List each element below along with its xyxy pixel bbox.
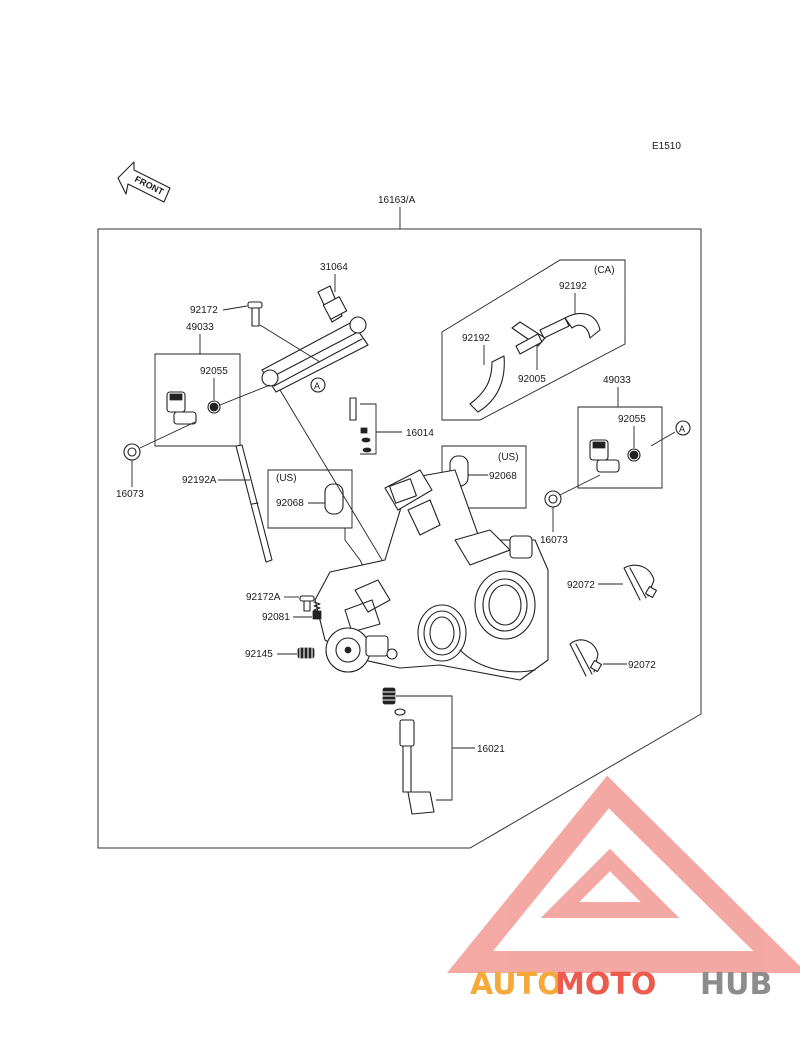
box-us-left — [267, 469, 353, 529]
label-92172: 92172 — [190, 305, 218, 316]
label-92145: 92145 — [245, 649, 273, 660]
label-92068-right: 92068 — [489, 471, 517, 482]
clamp-92072-bottom — [569, 639, 603, 677]
ref-a-right: A — [675, 420, 691, 436]
sensor-16014 — [349, 397, 372, 453]
throttle-pulley — [325, 627, 398, 673]
label-92055-right: 92055 — [618, 414, 646, 425]
assembly-label: 16163/A — [378, 195, 416, 206]
cap-92068-left — [324, 483, 344, 515]
cap-16073-right — [544, 490, 562, 508]
label-92072-bottom: 92072 — [628, 660, 656, 671]
front-arrow-icon: FRONT — [117, 161, 171, 203]
label-49033-left: 49033 — [186, 322, 214, 333]
hose-92192-top — [564, 312, 601, 339]
label-92081: 92081 — [262, 612, 290, 623]
label-49033-right: 49033 — [603, 375, 631, 386]
svg-text:AUTO: AUTO — [470, 967, 563, 1002]
o-ring-left — [207, 400, 221, 414]
hose-92192-left — [469, 355, 505, 413]
svg-text:HUB: HUB — [700, 967, 772, 1002]
label-us-right: (US) — [498, 452, 519, 463]
label-92192-top: 92192 — [559, 281, 587, 292]
label-92005: 92005 — [518, 374, 546, 385]
spring-92145 — [297, 647, 315, 659]
label-us-left: (US) — [276, 473, 297, 484]
label-92192-left: 92192 — [462, 333, 490, 344]
injector-left — [166, 391, 197, 425]
assembly-frame — [97, 228, 702, 849]
label-92072-top: 92072 — [567, 580, 595, 591]
label-16014: 16014 — [406, 428, 434, 439]
label-ca: (CA) — [594, 265, 615, 276]
screw-92172A — [299, 595, 315, 612]
spring-92081 — [312, 601, 322, 620]
label-92055-left: 92055 — [200, 366, 228, 377]
diagram-code: E1510 — [652, 141, 681, 152]
label-16073-right: 16073 — [540, 535, 568, 546]
fuel-rail — [261, 285, 369, 393]
label-16021: 16021 — [477, 744, 505, 755]
hose-92192A — [235, 444, 273, 563]
label-92068-left: 92068 — [276, 498, 304, 509]
box-ca — [441, 259, 626, 421]
label-16073-left: 16073 — [116, 489, 144, 500]
clamp-92072-top — [623, 564, 658, 601]
watermark-text: AUTO MOTO HUB — [470, 967, 772, 1002]
injector-right — [589, 439, 620, 473]
label-92192A: 92192A — [182, 475, 217, 486]
ref-a-top: A — [310, 377, 326, 393]
bolt-92172 — [247, 301, 263, 327]
svg-text:MOTO: MOTO — [555, 967, 656, 1002]
o-ring-right — [627, 448, 641, 462]
svg-text:A: A — [679, 424, 685, 434]
joint-92005 — [511, 317, 570, 355]
watermark-logo — [446, 775, 800, 973]
idle-adjuster-16021 — [382, 687, 435, 815]
label-31064: 31064 — [320, 262, 348, 273]
throttle-body — [279, 389, 549, 681]
svg-text:A: A — [314, 381, 320, 391]
cap-16073-left — [123, 443, 141, 461]
label-92172A: 92172A — [246, 592, 281, 603]
